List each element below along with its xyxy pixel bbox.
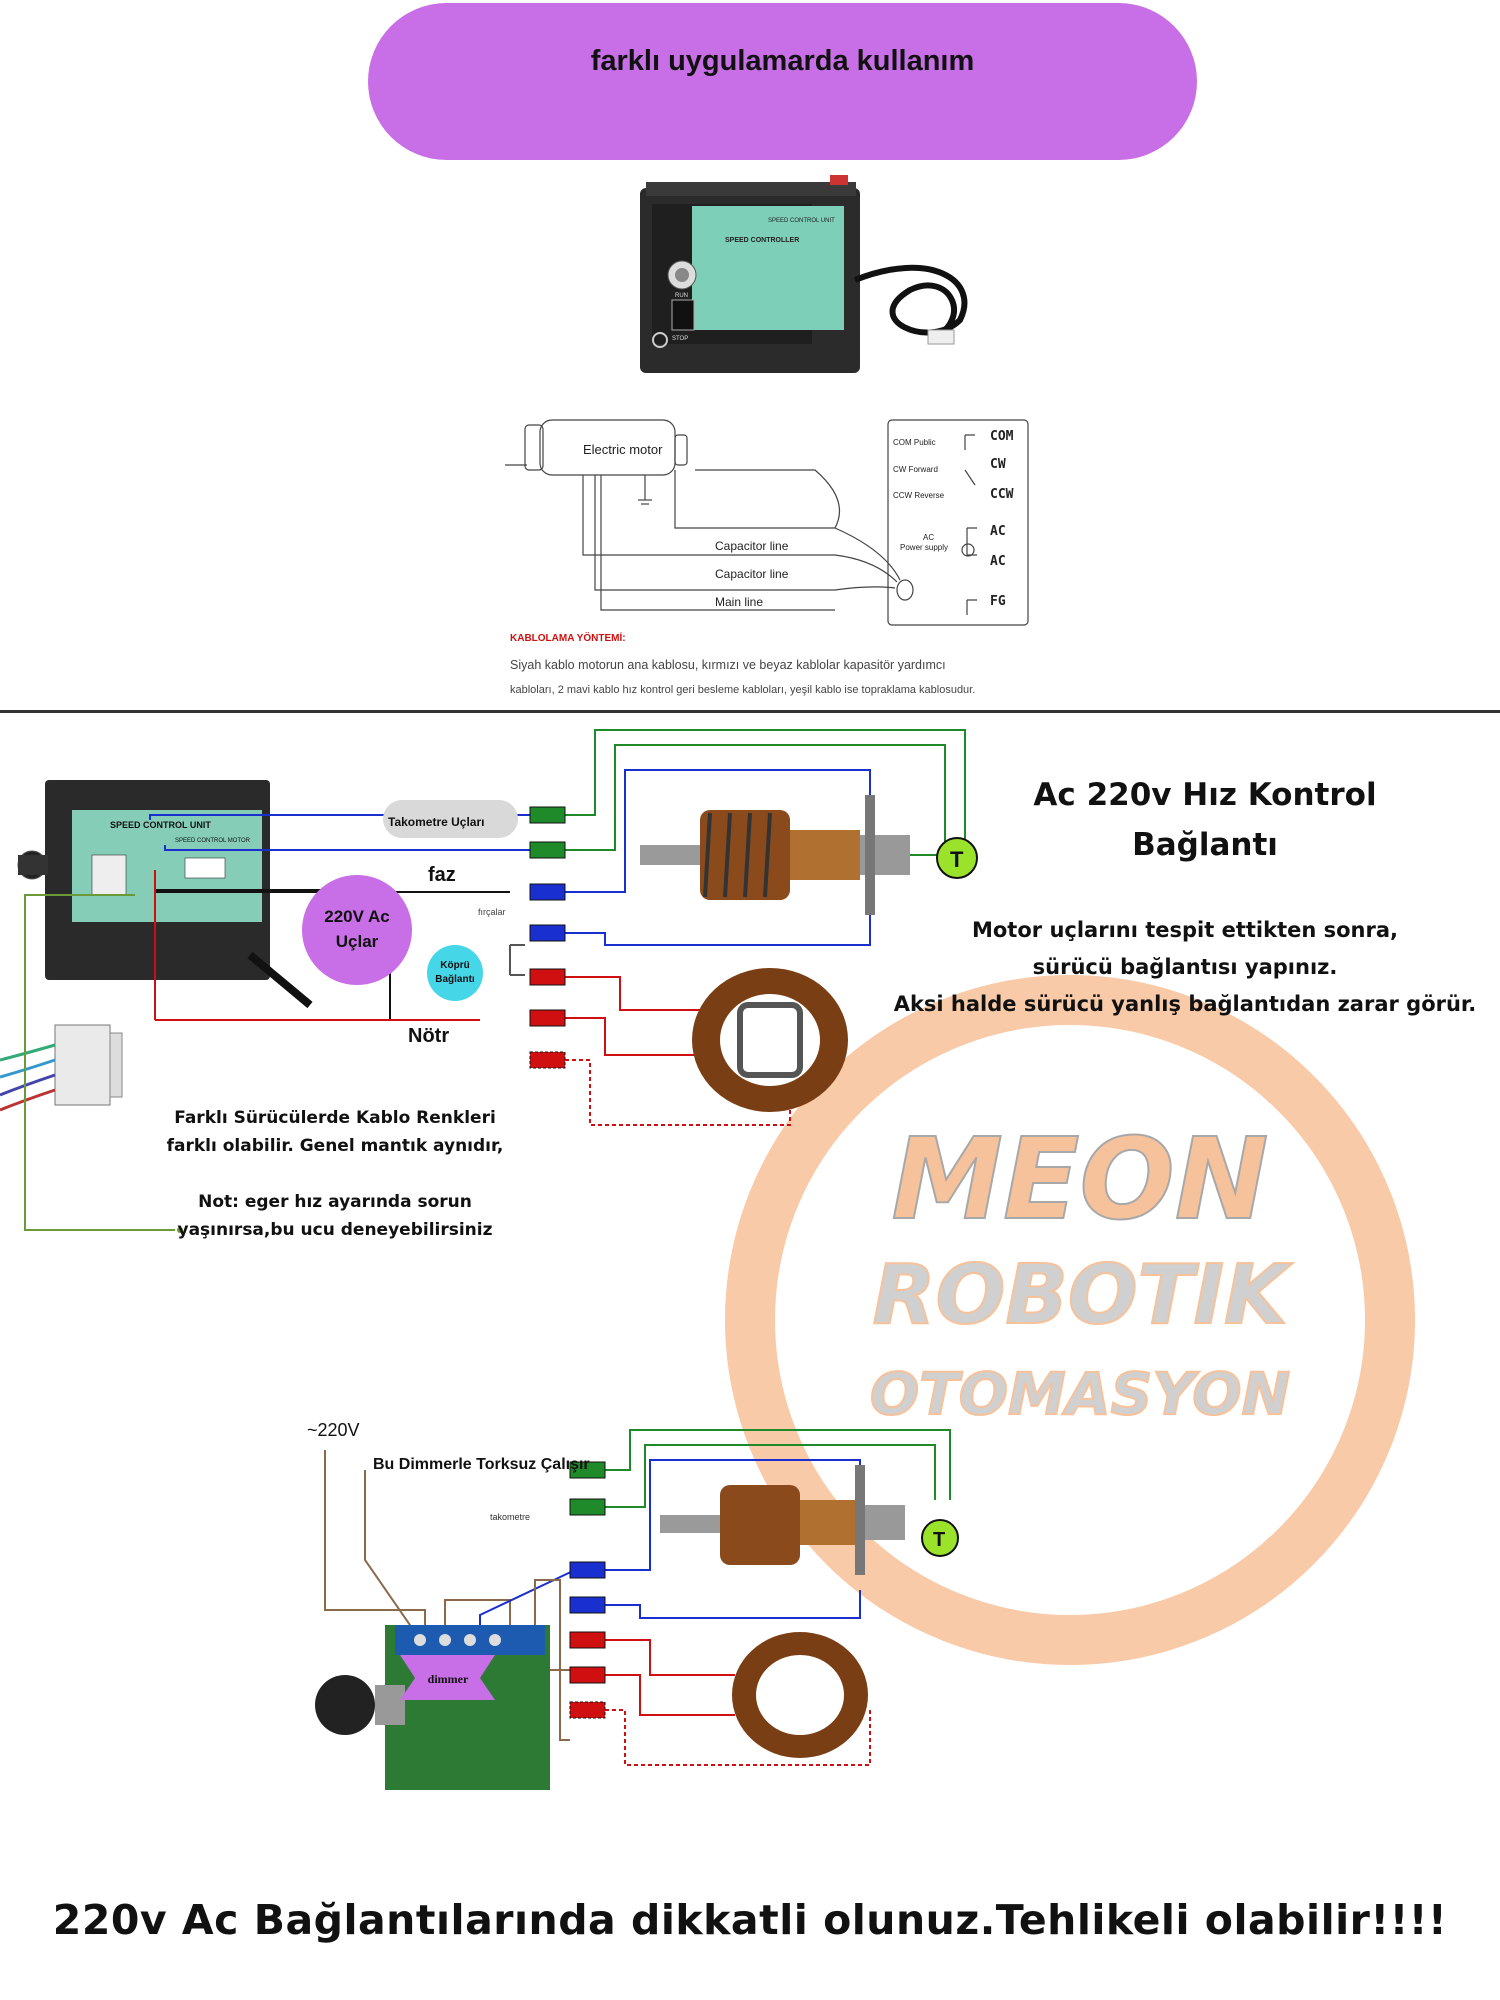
farkli-note: Farklı Sürücülerde Kablo Renkleri farklı… [166, 1108, 504, 1156]
svg-text:Köprü: Köprü [440, 960, 469, 971]
watermark-meon: MEON [891, 1114, 1270, 1246]
svg-text:Uçlar: Uçlar [336, 932, 379, 951]
controller-cable [853, 264, 968, 343]
svg-text:T: T [933, 1529, 945, 1551]
dimmer-label-shape [400, 1655, 495, 1700]
voltage-label: ~220V [307, 1420, 360, 1440]
cable-connector-plug [54, 1024, 111, 1106]
svg-text:SPEED CONTROL MOTOR: SPEED CONTROL MOTOR [175, 838, 251, 844]
cable-connector [927, 329, 955, 345]
instruction-line-3: Aksi halde sürücü yanlış bağlantıdan zar… [893, 992, 1477, 1016]
svg-text:220V Ac: 220V Ac [324, 907, 390, 926]
dimmer-note: Bu Dimmerle Torksuz Çalışır [373, 1456, 590, 1473]
gear-icon [652, 332, 668, 348]
watermark-logo [725, 975, 1415, 1665]
svg-text:RUN: RUN [675, 293, 688, 299]
dimmer-knob [315, 1675, 375, 1735]
main-line: Main line [715, 595, 763, 609]
svg-text:CCW Reverse: CCW Reverse [893, 491, 945, 500]
takometre-label: takometre [490, 1512, 531, 1522]
svg-text:Takometre Uçları: Takometre Uçları [388, 815, 485, 829]
legend-box [887, 419, 1029, 626]
svg-text:AC: AC [990, 524, 1006, 539]
controller-panel [692, 206, 844, 330]
capacitor-line-2: Capacitor line [715, 567, 789, 581]
wiring-line-diagram: Electric motor Capacitor line Capacitor … [505, 419, 1029, 626]
dimmer-label: dimmer [428, 1672, 469, 1686]
not-note: Not: eger hız ayarında sorun yaşınırsa,b… [177, 1192, 493, 1240]
fircalar-label: fırçalar [478, 907, 506, 917]
section2-heading-1: Ac 220v Hız Kontrol [1033, 777, 1377, 813]
controller-label: SPEED CONTROLLER [725, 237, 799, 244]
controller-unit-label: SPEED CONTROL UNIT [768, 218, 835, 224]
kopru-circle [427, 945, 483, 1001]
wiring-notes-title: KABLOLAMA YÖNTEMİ: [510, 633, 626, 644]
title-pill-text: farklı uygulamarda kullanım [590, 45, 975, 77]
armature-rotor-2 [660, 1465, 905, 1575]
svg-text:AC: AC [990, 554, 1006, 569]
armature-rotor [640, 795, 910, 915]
dimmer-wiring: T dimmer [315, 1429, 959, 1790]
stator-2 [732, 1632, 868, 1758]
svg-text:T: T [950, 847, 964, 872]
watermark-ring [725, 975, 1415, 1665]
capacitor-line-1: Capacitor line [715, 539, 789, 553]
svg-text:CW Forward: CW Forward [893, 465, 938, 474]
ac-circle [302, 875, 412, 985]
motor-label: Electric motor [583, 442, 663, 457]
tacho-bubble [383, 800, 518, 838]
notr-label: Nötr [408, 1025, 449, 1047]
footer-warning: 220v Ac Bağlantılarında dikkatli olunuz.… [52, 1896, 1448, 1944]
tachometer-icon-2 [921, 1519, 959, 1557]
unit-label: SPEED CONTROL UNIT [110, 820, 211, 830]
svg-text:CCW: CCW [990, 487, 1014, 502]
run-stop-switch [671, 299, 695, 331]
svg-text:CW: CW [990, 457, 1006, 472]
wiring-notes-line2: kabloları, 2 mavi kablo hız kontrol geri… [510, 684, 976, 696]
stator [692, 968, 848, 1112]
svg-text:COM Public: COM Public [893, 438, 936, 447]
faz-label: faz [428, 864, 456, 886]
wiring-notes-line1: Siyah kablo motorun ana kablosu, kırmızı… [510, 658, 946, 672]
svg-text:Bağlantı: Bağlantı [435, 974, 475, 985]
watermark-robotik: ROBOTIK [871, 1247, 1288, 1344]
speed-controller-device: SPEED CONTROLLER SPEED CONTROL UNIT RUN … [640, 175, 968, 373]
instruction-line-2: sürücü bağlantısı yapınız. [1032, 955, 1338, 979]
svg-text:FG: FG [990, 594, 1006, 609]
instruction-line-1: Motor uçlarını tespit ettikten sonra, [971, 918, 1398, 942]
tachometer-icon [936, 837, 978, 879]
section2-heading-2: Bağlantı [1132, 827, 1278, 863]
title-pill: farklı uygulamarda kullanım [368, 3, 1197, 160]
svg-text:AC: AC [923, 533, 934, 542]
svg-text:COM: COM [990, 429, 1014, 444]
svg-text:Power supply: Power supply [900, 543, 948, 552]
watermark-otomasyon: OTOMASYON [869, 1359, 1291, 1429]
speed-control-wiring: SPEED CONTROL UNIT SPEED CONTROL MOTOR [0, 729, 978, 1233]
section-divider [0, 710, 1500, 713]
svg-text:STOP: STOP [672, 336, 688, 342]
